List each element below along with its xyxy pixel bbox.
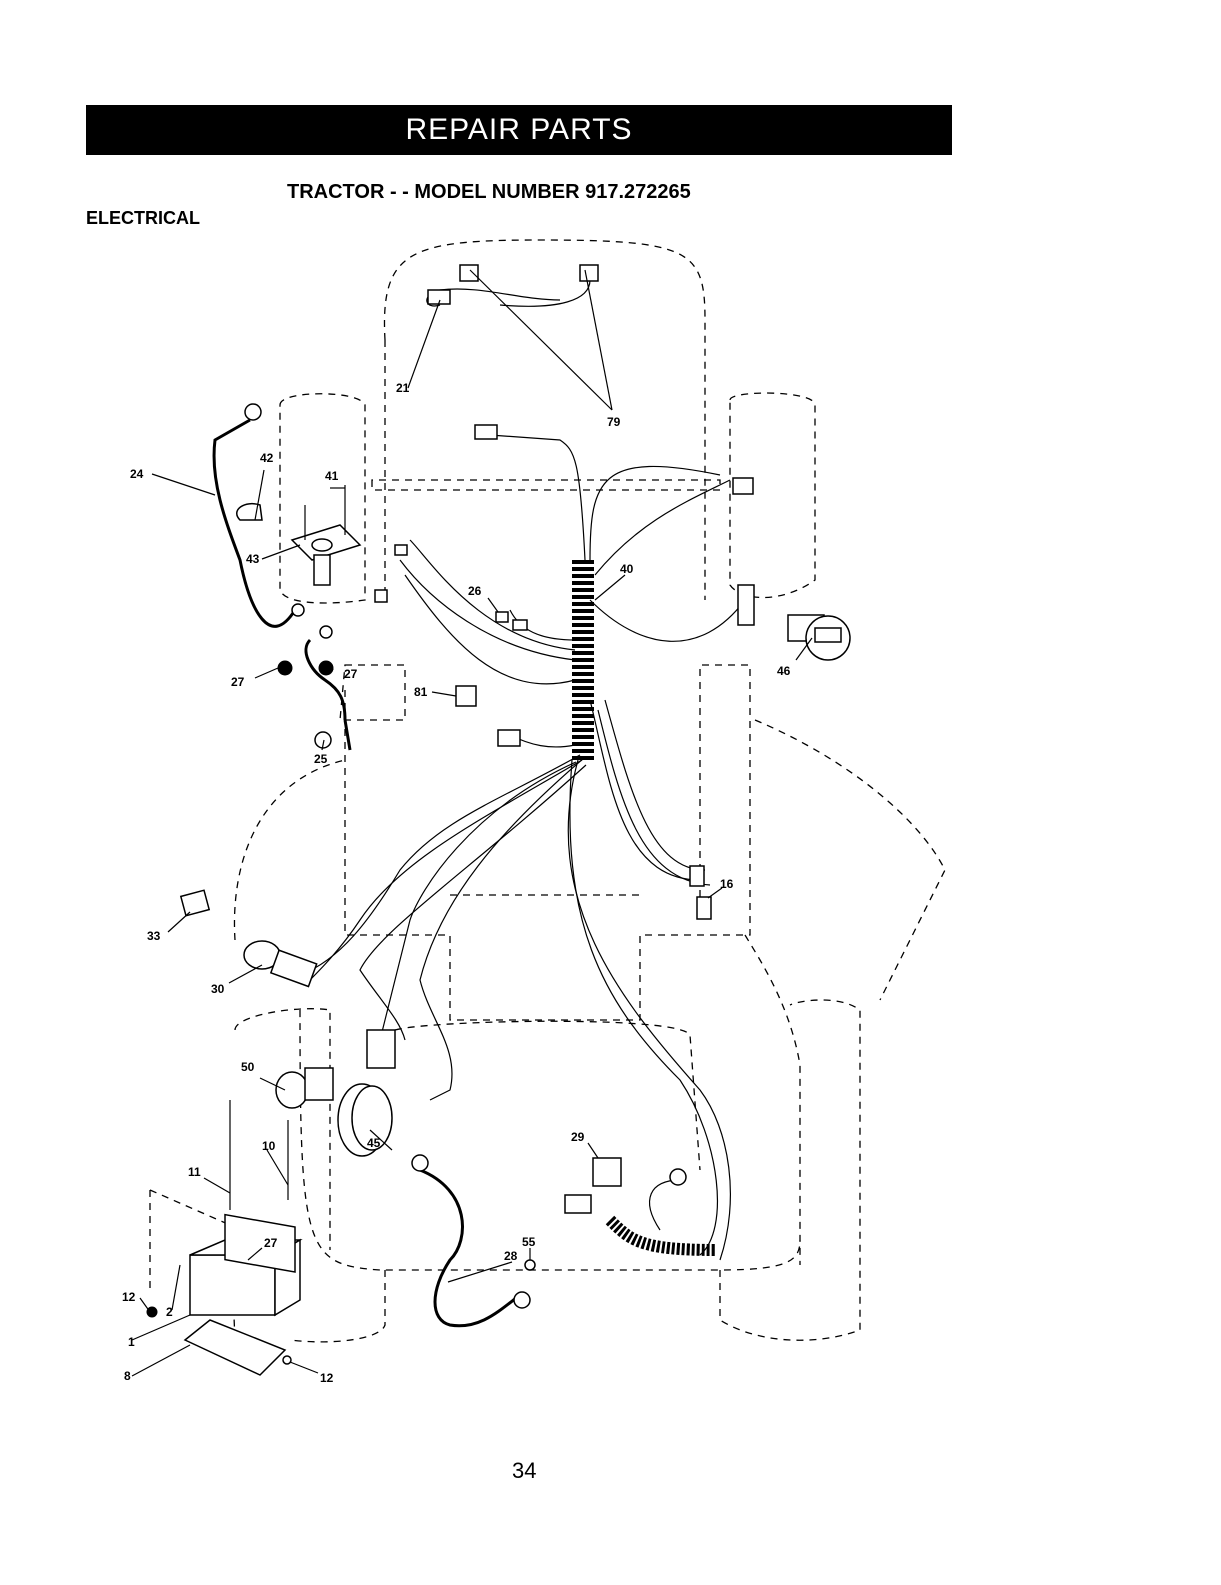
callout-46: 46 <box>777 664 791 678</box>
callout-50: 50 <box>241 1060 255 1074</box>
hour-meter <box>733 478 850 660</box>
callout-28: 28 <box>504 1249 518 1263</box>
callout-81: 81 <box>414 685 428 699</box>
callout-30: 30 <box>211 982 225 996</box>
fuse-holders <box>375 545 527 630</box>
leader-lines <box>132 270 812 1376</box>
conduit-rear <box>610 1220 715 1250</box>
callout-79: 79 <box>607 415 621 429</box>
callout-11: 11 <box>188 1165 201 1179</box>
callout-27c: 27 <box>264 1236 278 1250</box>
callout-12b: 12 <box>320 1371 334 1385</box>
callout-33: 33 <box>147 929 161 943</box>
callout-41: 41 <box>325 469 339 483</box>
callout-42: 42 <box>260 451 274 465</box>
relay <box>456 686 520 746</box>
callout-45: 45 <box>367 1136 381 1150</box>
callout-12a: 12 <box>122 1290 136 1304</box>
callout-16: 16 <box>720 877 734 891</box>
callout-27a: 27 <box>231 675 245 689</box>
callout-29: 29 <box>571 1130 585 1144</box>
solenoid <box>292 485 360 585</box>
callout-25: 25 <box>314 752 328 766</box>
callout-24: 24 <box>130 467 144 481</box>
headlight-connectors <box>428 265 598 439</box>
callout-10: 10 <box>262 1139 276 1153</box>
callout-2: 2 <box>166 1305 173 1319</box>
ammeter <box>338 1084 392 1156</box>
callout-1: 1 <box>128 1335 135 1349</box>
callout-27b: 27 <box>344 667 358 681</box>
callout-26: 26 <box>468 584 482 598</box>
callout-55: 55 <box>522 1235 536 1249</box>
nuts <box>278 604 333 748</box>
callout-43: 43 <box>246 552 260 566</box>
callout-8: 8 <box>124 1369 131 1383</box>
callout-40: 40 <box>620 562 634 576</box>
pto-clutch-and-connectors <box>412 1155 686 1308</box>
callout-21: 21 <box>396 381 410 395</box>
page-number: 34 <box>512 1458 536 1484</box>
